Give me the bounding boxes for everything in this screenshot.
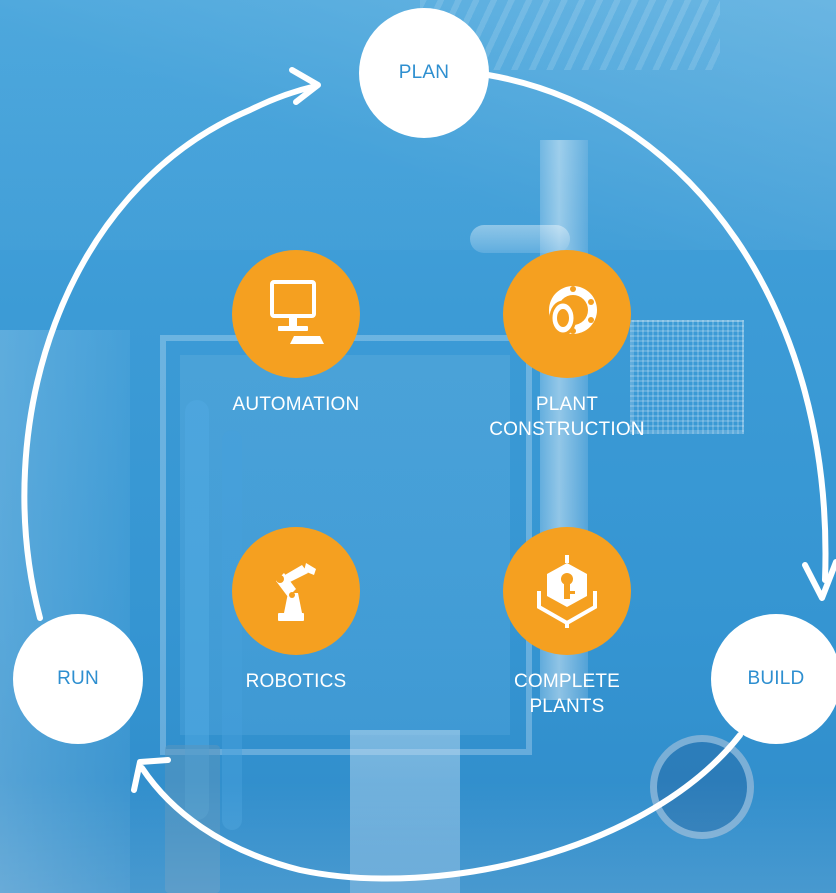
service-complete-plants-label: COMPLETE PLANTS xyxy=(513,671,621,717)
background-porthole xyxy=(650,735,754,839)
arrowhead-plan xyxy=(289,67,321,105)
key-cube-icon xyxy=(537,555,597,628)
service-automation-disc xyxy=(232,250,360,378)
service-automation-label: AUTOMATION xyxy=(232,394,360,415)
phase-plan: PLAN xyxy=(359,8,489,138)
service-plant-construction-label: PLANT CONSTRUCTION xyxy=(489,394,645,440)
service-plant-construction: PLANT CONSTRUCTION xyxy=(447,250,687,442)
arrow-build-to-run xyxy=(139,732,743,882)
phase-run: RUN xyxy=(13,614,143,744)
service-complete-plants: COMPLETE PLANTS xyxy=(447,527,687,719)
flange-pipe-icon xyxy=(549,286,597,336)
background-grille xyxy=(630,320,744,434)
background-sensor xyxy=(470,225,570,253)
phase-build-label: BUILD xyxy=(747,668,805,689)
service-complete-plants-disc xyxy=(503,527,631,655)
phase-run-label: RUN xyxy=(57,668,99,689)
phase-plan-label: PLAN xyxy=(398,62,450,83)
service-plant-construction-disc xyxy=(503,250,631,378)
service-robotics-label: ROBOTICS xyxy=(245,671,347,692)
arrow-plan-to-build xyxy=(485,72,829,583)
background-floor xyxy=(0,780,836,893)
background-left-panel xyxy=(0,330,130,893)
robot-arm-icon xyxy=(276,563,316,621)
monitor-icon xyxy=(270,280,324,344)
service-robotics: ROBOTICS xyxy=(176,527,416,694)
service-robotics-disc xyxy=(232,527,360,655)
background-cabinet xyxy=(350,730,460,893)
arrowhead-build xyxy=(802,559,836,601)
arrowhead-run xyxy=(131,757,171,793)
service-automation: AUTOMATION xyxy=(176,250,416,417)
arrow-run-to-plan xyxy=(21,83,319,621)
phase-build: BUILD xyxy=(711,614,836,744)
background-tube xyxy=(222,430,242,830)
